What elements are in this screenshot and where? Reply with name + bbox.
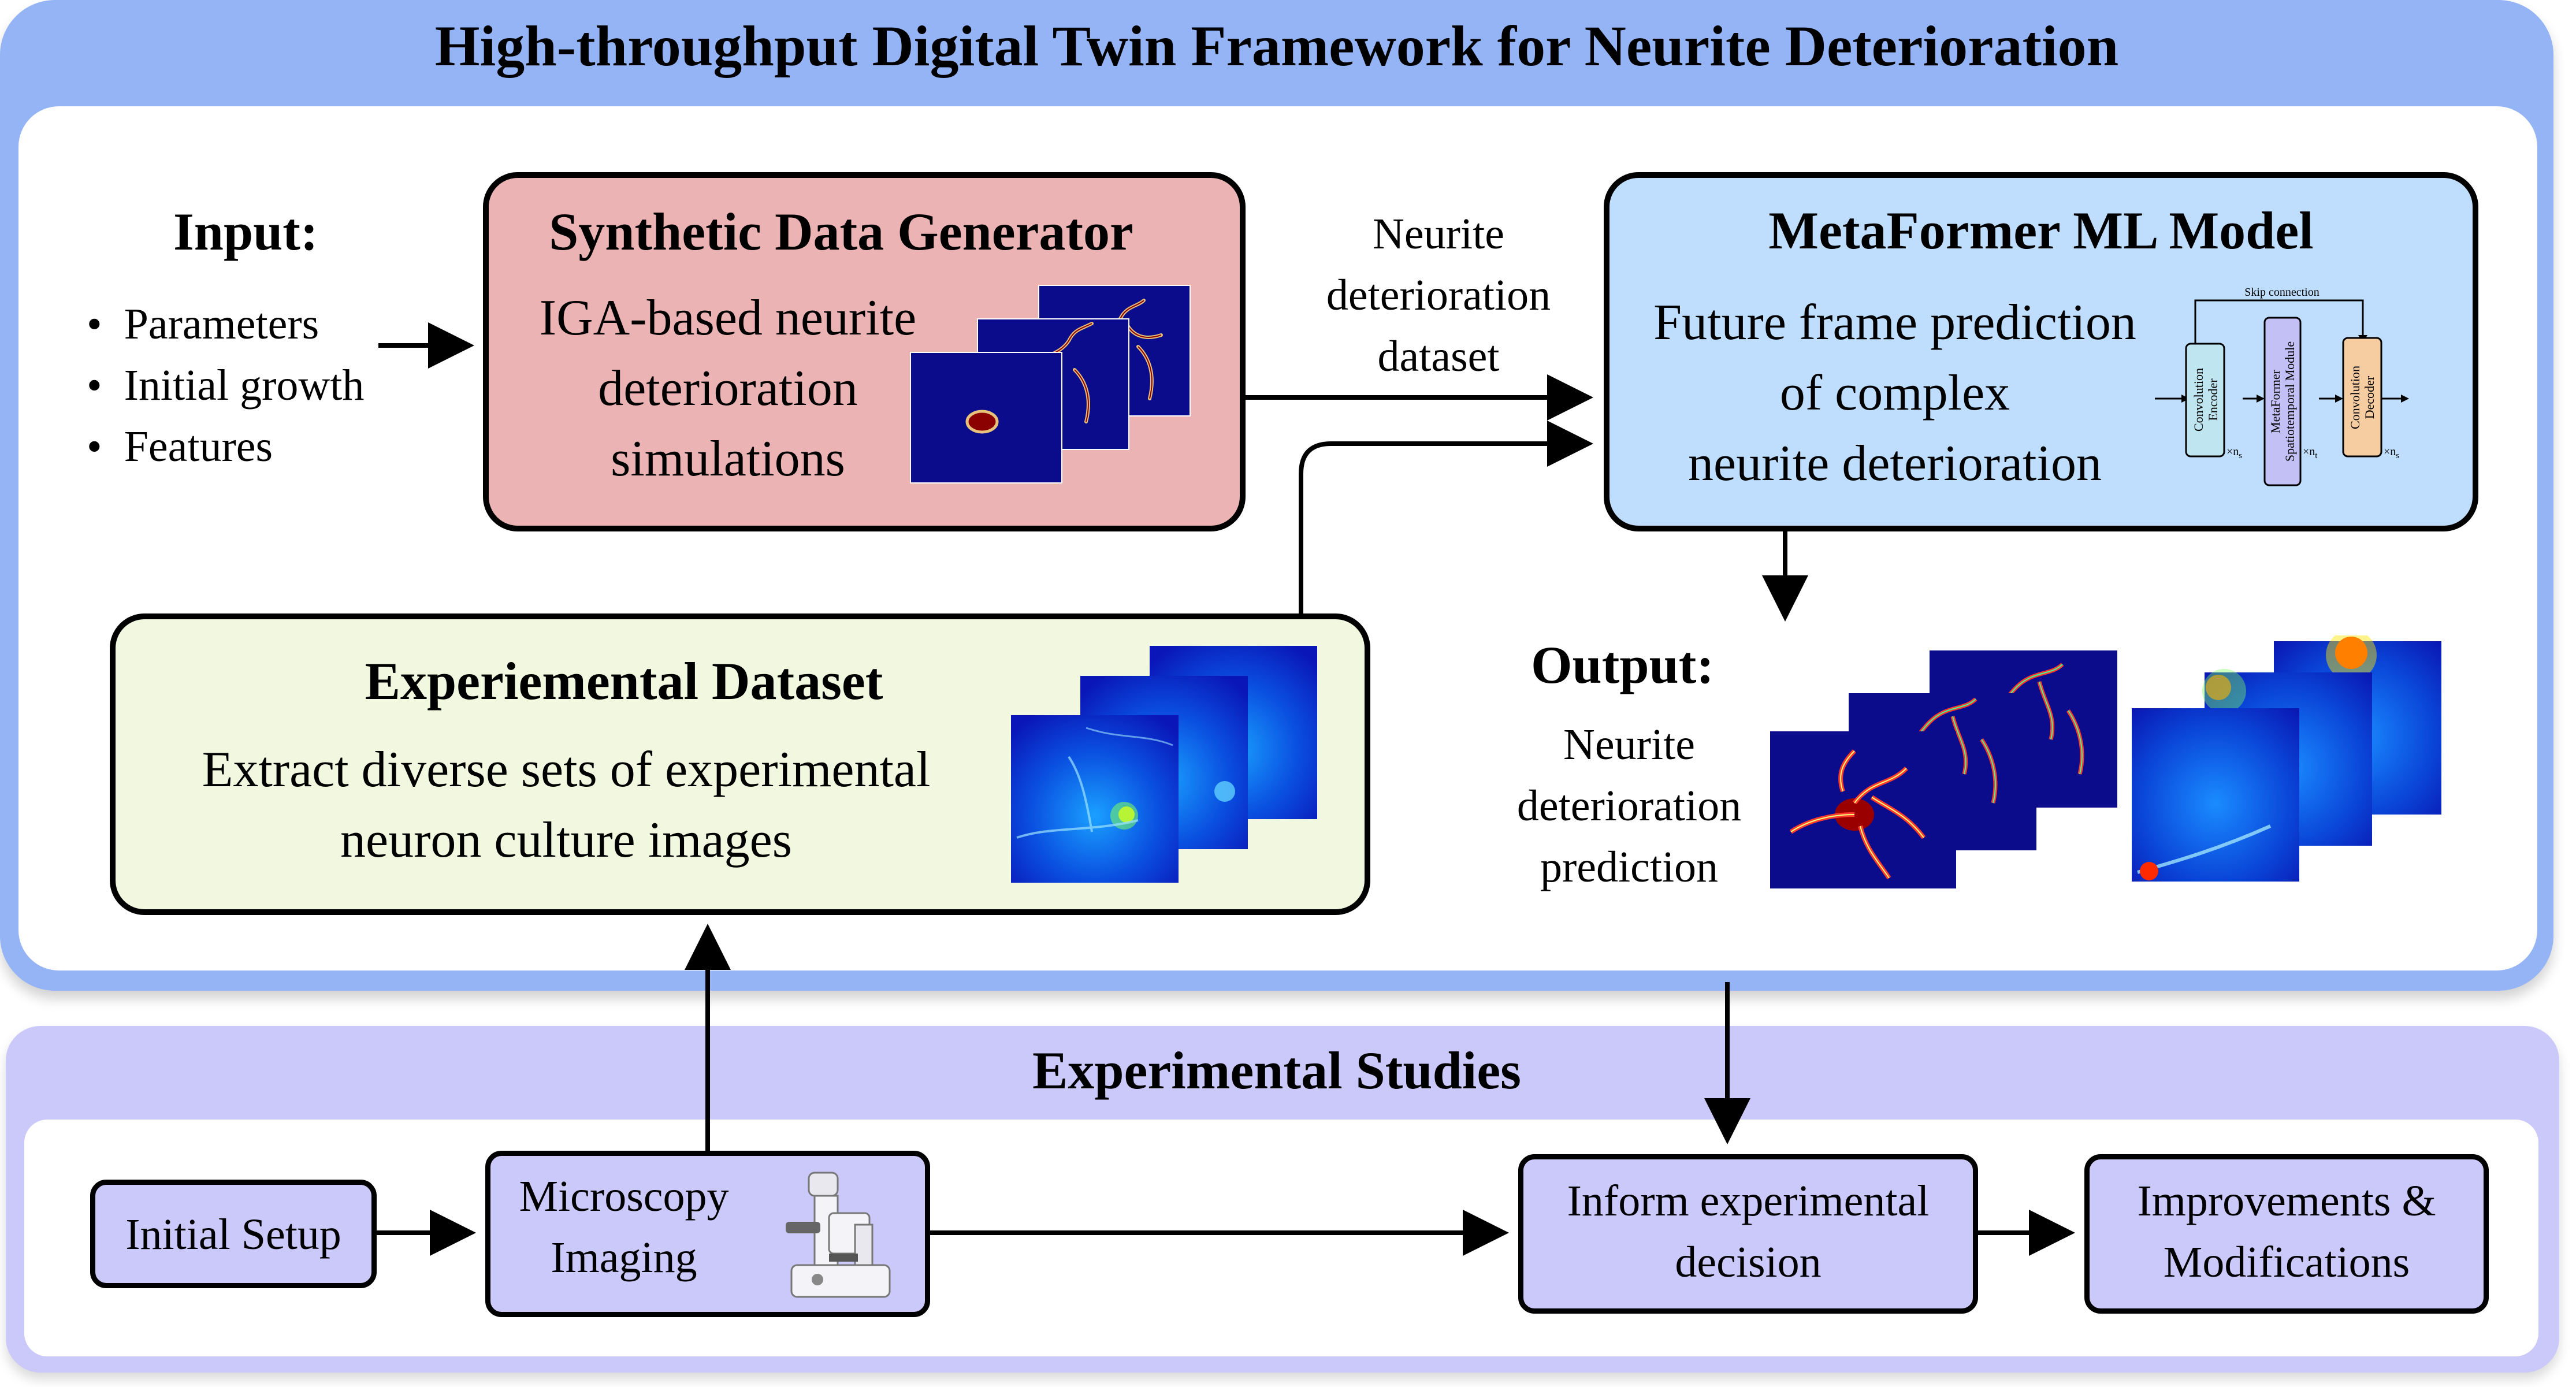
improvements-label: Improvements & Modifications: [2137, 1177, 2436, 1286]
experimental-description: Extract diverse sets of experimental neu…: [202, 742, 931, 868]
input-item: • Features: [87, 422, 273, 471]
microscope-icon: [774, 1161, 901, 1306]
architecture-svg: Skip connection Convolution Encoder ×ns …: [2155, 286, 2409, 486]
experimental-images: [1011, 646, 1317, 883]
metaformer-heading: MetaFormer ML Model: [1768, 201, 2314, 260]
synthetic-heading: Synthetic Data Generator: [549, 202, 1133, 261]
predicted-experimental-image-stack: [2126, 630, 2449, 890]
decoder-label-2: Decoder: [2362, 375, 2377, 419]
arrow-experimental-to-model: [1299, 421, 1593, 613]
input-list: • Parameters • Initial growth • Features: [87, 293, 364, 477]
decoder-label-1: Convolution: [2348, 366, 2362, 429]
bullet: •: [87, 422, 124, 471]
metaformer-module-block: [2263, 317, 2302, 486]
bullet: •: [87, 361, 124, 410]
predicted-image-stack: [1768, 647, 2126, 890]
svg-text:×ns: ×ns: [2226, 445, 2242, 460]
microscope-svg: [786, 1172, 891, 1298]
simulation-image-stack: [907, 283, 1196, 491]
svg-text:×nt: ×nt: [2303, 445, 2318, 460]
input-item: • Parameters: [87, 300, 319, 348]
initial-setup-label: Initial Setup: [125, 1210, 341, 1259]
inform-decision-box: [1518, 1154, 1978, 1314]
experimental-studies-heading: Experimental Studies: [1032, 1041, 1521, 1100]
metaformer-description: Future frame prediction of complex neuri…: [1653, 295, 2136, 492]
module-label-2: Spatiotemporal Module: [2283, 341, 2297, 462]
output-description: Neurite deterioration prediction: [1516, 720, 1742, 891]
inform-label: Inform experimental decision: [1567, 1177, 1930, 1286]
decoder-block: [2342, 337, 2382, 458]
output-heading: Output:: [1531, 635, 1714, 694]
module-label-1: MetaFormer: [2268, 369, 2283, 433]
experimental-heading: Experiemental Dataset: [365, 652, 883, 711]
metaformer-model-box: [1604, 172, 2478, 531]
improvements-box: [2084, 1154, 2489, 1314]
page-title: High-throughput Digital Twin Framework f…: [434, 14, 2119, 78]
initial-setup-box: [90, 1180, 377, 1288]
architecture-diagram: Skip connection Convolution Encoder ×ns …: [2149, 283, 2421, 503]
svg-text:×ns: ×ns: [2384, 445, 2399, 460]
microscopy-label: Microscopy Imaging: [519, 1172, 729, 1282]
synthetic-description: IGA-based neurite deterioration simulati…: [539, 290, 917, 487]
input-heading: Input:: [173, 202, 318, 261]
experimental-image-stack: [1005, 641, 1329, 890]
simulation-images: [910, 285, 1191, 484]
input-item: • Initial growth: [87, 361, 365, 410]
encoder-label-1: Convolution: [2191, 368, 2206, 432]
dataset-label: Neurite deterioration dataset: [1326, 210, 1551, 381]
predicted-simulation-images: [1770, 650, 2117, 888]
bullet: •: [87, 300, 124, 348]
skip-connection-label: Skip connection: [2244, 286, 2319, 299]
encoder-label-2: Encoder: [2206, 378, 2220, 421]
predicted-experimental-images: [2132, 630, 2441, 882]
encoder-block: [2185, 343, 2225, 458]
